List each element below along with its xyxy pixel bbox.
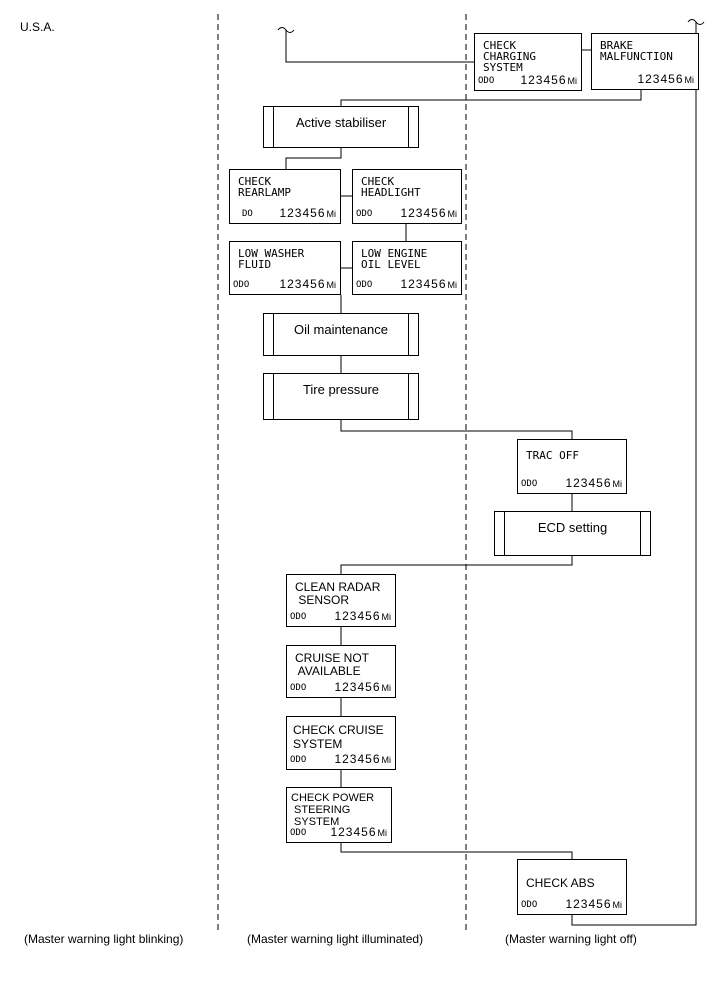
- odometer-reading: 123456Mi: [400, 277, 457, 291]
- column-caption-illuminated: (Master warning light illuminated): [247, 932, 424, 946]
- link-power-abs: [340, 843, 573, 859]
- menu-label: Oil maintenance: [294, 322, 388, 337]
- odometer-reading: 123456Mi: [520, 73, 577, 87]
- odo-label: ODO: [290, 683, 307, 693]
- display-check-abs: CHECK ABS ODO 123456Mi: [517, 859, 627, 915]
- odo-unit: Mi: [612, 479, 623, 489]
- odo-value: 123456: [400, 277, 447, 291]
- message-text: CHECK ABS: [526, 876, 595, 890]
- display-check-power-steering-system: CHECK POWER STEERING SYSTEM ODO 123456Mi: [286, 787, 392, 843]
- odo-value: 123456: [637, 72, 684, 86]
- odometer-reading: 123456Mi: [279, 277, 336, 291]
- display-cruise-not-available: CRUISE NOT AVAILABLE ODO 123456Mi: [286, 645, 396, 698]
- message-text: CHECK REARLAMP: [238, 175, 291, 199]
- odo-value: 123456: [334, 752, 381, 766]
- odo-value: 123456: [279, 277, 326, 291]
- odo-unit: Mi: [381, 612, 392, 622]
- odo-unit: Mi: [326, 209, 337, 219]
- odometer-reading: 123456Mi: [565, 476, 622, 490]
- odo-unit: Mi: [447, 209, 458, 219]
- entry-line: [285, 30, 474, 63]
- odo-unit: Mi: [447, 280, 458, 290]
- message-text: CRUISE NOT AVAILABLE: [295, 651, 370, 678]
- odo-value: 123456: [279, 206, 326, 220]
- message-text: BRAKE MALFUNCTION: [600, 39, 673, 63]
- exit-tilde: [687, 19, 705, 25]
- message-text: TRAC OFF: [526, 449, 579, 462]
- odometer-reading: 123456Mi: [400, 206, 457, 220]
- message-text: CHECK HEADLIGHT: [361, 175, 421, 199]
- odo-value: 123456: [565, 897, 612, 911]
- display-check-charging-system: CHECK CHARGING SYSTEM ODO 123456Mi: [474, 33, 582, 91]
- odometer-reading: 123456Mi: [330, 825, 387, 839]
- menu-label: Active stabiliser: [295, 115, 387, 130]
- odometer-reading: 123456Mi: [279, 206, 336, 220]
- display-low-engine-oil-level: LOW ENGINE OIL LEVEL ODO 123456Mi: [352, 241, 462, 295]
- odo-value: 123456: [334, 680, 381, 694]
- odo-label: ODO: [233, 280, 250, 290]
- link-stabiliser-rearlamp: [285, 148, 342, 169]
- odo-unit: Mi: [326, 280, 337, 290]
- odometer-reading: 123456Mi: [565, 897, 622, 911]
- odometer-reading: 123456Mi: [637, 72, 694, 86]
- menu-active-stabiliser: Active stabiliser: [263, 106, 419, 148]
- display-brake-malfunction: BRAKE MALFUNCTION 123456Mi: [591, 33, 699, 90]
- odo-unit: Mi: [381, 755, 392, 765]
- odo-label: ODO: [356, 209, 373, 219]
- link-tire-trac: [340, 420, 573, 439]
- odo-label: DO: [242, 209, 253, 219]
- odo-label: ODO: [478, 76, 495, 86]
- menu-tire-pressure: Tire pressure: [263, 373, 419, 420]
- odo-value: 123456: [334, 609, 381, 623]
- display-check-headlight: CHECK HEADLIGHT ODO 123456Mi: [352, 169, 462, 224]
- odo-label: ODO: [290, 828, 307, 838]
- message-text: LOW WASHER FLUID: [238, 247, 305, 271]
- odometer-reading: 123456Mi: [334, 680, 391, 694]
- display-low-washer-fluid: LOW WASHER FLUID ODO 123456Mi: [229, 241, 341, 295]
- display-check-cruise-system: CHECK CRUISE SYSTEM ODO 123456Mi: [286, 716, 396, 770]
- odo-value: 123456: [330, 825, 377, 839]
- odo-unit: Mi: [381, 683, 392, 693]
- menu-ecd-setting: ECD setting: [494, 511, 651, 556]
- odo-value: 123456: [520, 73, 567, 87]
- odo-label: ODO: [521, 479, 538, 489]
- column-caption-blinking: (Master warning light blinking): [24, 932, 184, 946]
- odo-unit: Mi: [612, 900, 623, 910]
- link-brake-stabiliser: [340, 90, 642, 106]
- odo-value: 123456: [400, 206, 447, 220]
- message-text: CHECK CHARGING SYSTEM: [483, 39, 536, 74]
- odo-label: ODO: [290, 755, 307, 765]
- region-label: U.S.A.: [20, 20, 55, 34]
- odometer-reading: 123456Mi: [334, 752, 391, 766]
- odo-label: ODO: [290, 612, 307, 622]
- odo-unit: Mi: [684, 75, 695, 85]
- message-text: CHECK CRUISE SYSTEM: [293, 723, 384, 751]
- link-ecd-radar: [340, 556, 573, 574]
- odo-unit: Mi: [377, 828, 388, 838]
- odo-value: 123456: [565, 476, 612, 490]
- odo-label: ODO: [521, 900, 538, 910]
- menu-label: ECD setting: [537, 520, 608, 535]
- column-caption-off: (Master warning light off): [505, 932, 637, 946]
- odometer-reading: 123456Mi: [334, 609, 391, 623]
- display-check-rearlamp: CHECK REARLAMP DO 123456Mi: [229, 169, 341, 224]
- menu-label: Tire pressure: [302, 382, 380, 397]
- loop-return-line: [571, 22, 697, 926]
- odo-label: ODO: [356, 280, 373, 290]
- odo-unit: Mi: [567, 76, 578, 86]
- display-trac-off: TRAC OFF ODO 123456Mi: [517, 439, 627, 494]
- menu-oil-maintenance: Oil maintenance: [263, 313, 419, 356]
- message-text: LOW ENGINE OIL LEVEL: [361, 247, 428, 271]
- message-text: CLEAN RADAR SENSOR: [295, 580, 381, 607]
- display-clean-radar-sensor: CLEAN RADAR SENSOR ODO 123456Mi: [286, 574, 396, 627]
- message-text: CHECK POWER STEERING SYSTEM: [291, 792, 375, 828]
